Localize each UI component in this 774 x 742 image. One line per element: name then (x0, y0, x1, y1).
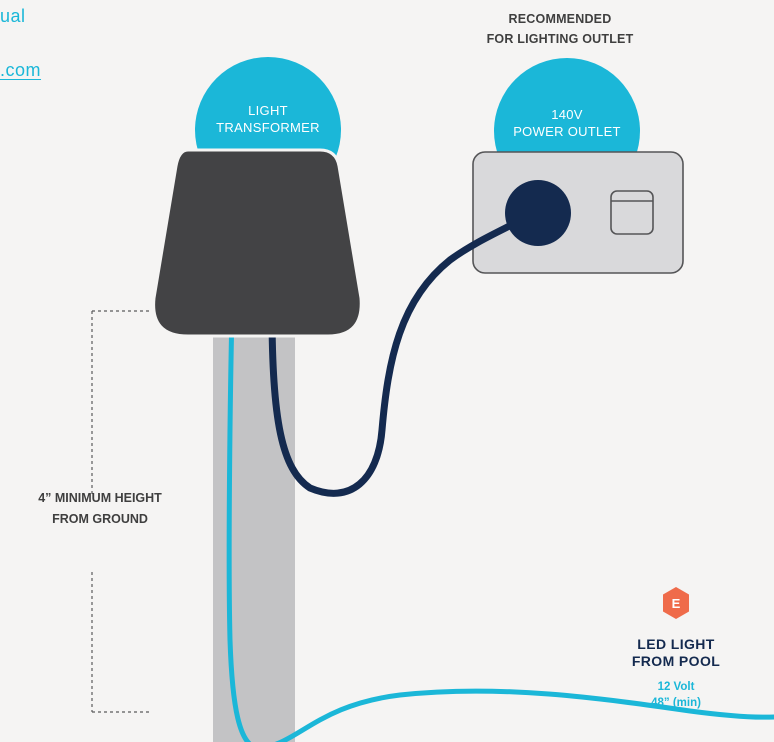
transformer-label: LIGHT TRANSFORMER (198, 102, 338, 136)
transformer-icon (152, 148, 363, 338)
outlet-label-line-1: 140V (551, 107, 583, 122)
power-plug (505, 180, 571, 246)
led-light-title: LED LIGHT FROM POOL (596, 636, 756, 670)
height-note-line-2: FROM GROUND (52, 512, 148, 526)
led-spec-length: 48” (min) (651, 697, 701, 709)
recommended-note: RECOMMENDED FOR LIGHTING OUTLET (430, 9, 690, 49)
recommended-line-1: RECOMMENDED (508, 12, 612, 26)
mounting-post (213, 300, 295, 742)
height-note: 4” MINIMUM HEIGHT FROM GROUND (20, 488, 180, 530)
outlet-switch (610, 190, 654, 235)
led-light-spec: 12 Volt 48” (min) (596, 679, 756, 711)
transformer-label-line-1: LIGHT (248, 103, 288, 118)
transformer-label-line-2: TRANSFORMER (216, 120, 320, 135)
led-title-line-2: FROM POOL (631, 653, 721, 669)
manual-text-fragment: ual (0, 6, 26, 26)
low-voltage-cable (226, 309, 774, 742)
hexagon-badge-icon: E (661, 586, 691, 620)
height-note-line-1: 4” MINIMUM HEIGHT (38, 491, 162, 505)
outlet-label-line-2: POWER OUTLET (513, 124, 621, 139)
led-title-line-1: LED LIGHT (637, 636, 715, 652)
outlet-label: 140V POWER OUTLET (497, 106, 637, 140)
recommended-line-2: FOR LIGHTING OUTLET (486, 32, 634, 46)
power-cord (268, 208, 539, 497)
led-spec-voltage: 12 Volt (657, 681, 695, 693)
website-link[interactable]: .com (0, 60, 42, 80)
badge-letter: E (671, 595, 681, 611)
height-dimension-line (91, 310, 150, 713)
